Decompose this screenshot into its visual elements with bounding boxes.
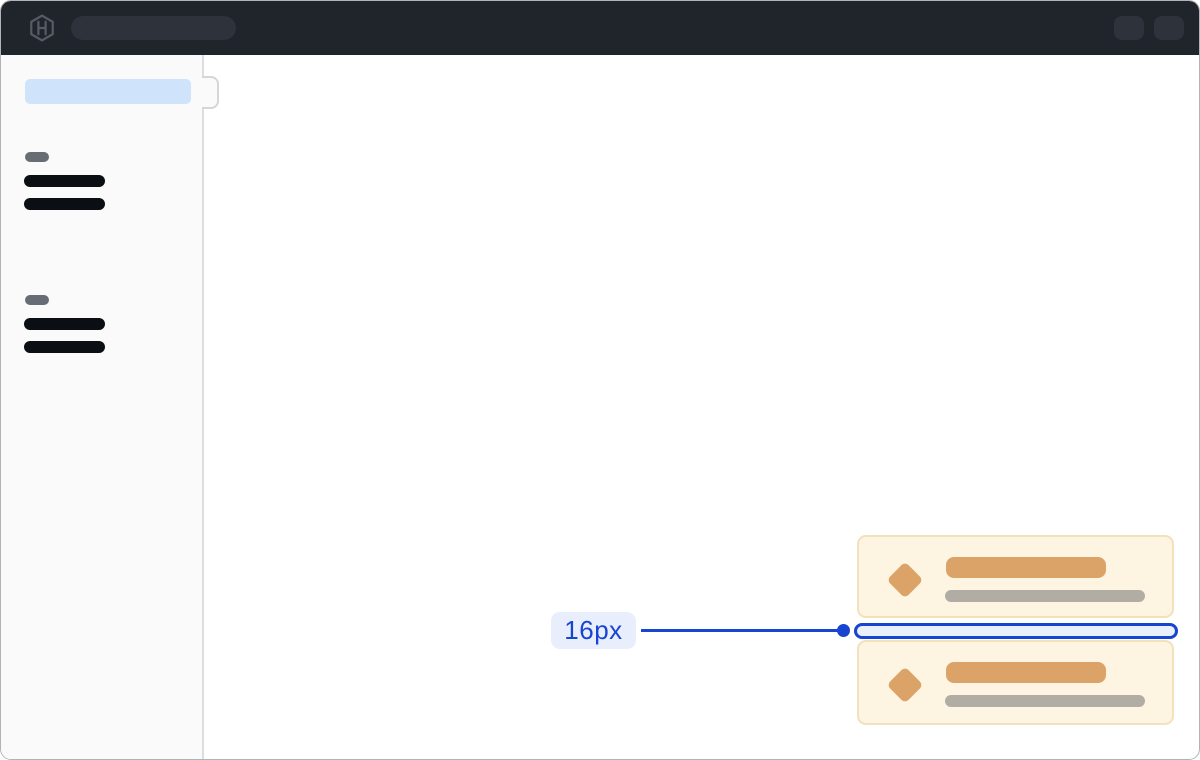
sidebar-nav-item[interactable] [24, 198, 105, 210]
diamond-icon [886, 666, 924, 704]
sidebar-section-label-2 [25, 295, 49, 305]
sidebar-section-label-1 [25, 152, 49, 162]
measurement-label: 16px [551, 612, 636, 649]
diamond-icon [886, 561, 924, 599]
sidebar [1, 55, 204, 759]
card-text-placeholder [945, 590, 1145, 602]
sidebar-toggle-tab[interactable] [202, 76, 219, 109]
top-nav [1, 1, 1199, 55]
card-title-placeholder [946, 662, 1106, 683]
measurement-line [641, 629, 840, 632]
card-title-placeholder [946, 557, 1106, 578]
measurement-dot [837, 624, 850, 637]
sidebar-nav-item[interactable] [24, 341, 105, 353]
measurement-value: 16px [564, 615, 623, 645]
card-text-placeholder [945, 695, 1145, 707]
hashicorp-logo-icon[interactable] [28, 14, 56, 42]
nav-action-placeholder-1[interactable] [1114, 16, 1144, 40]
sidebar-nav-item[interactable] [24, 318, 105, 330]
spacing-gap-highlight [854, 623, 1178, 639]
sidebar-nav-item[interactable] [24, 175, 105, 187]
sidebar-active-item[interactable] [25, 79, 191, 104]
nav-action-placeholder-2[interactable] [1154, 16, 1184, 40]
list-card [857, 640, 1174, 725]
search-placeholder[interactable] [71, 16, 236, 40]
list-card [857, 535, 1174, 618]
